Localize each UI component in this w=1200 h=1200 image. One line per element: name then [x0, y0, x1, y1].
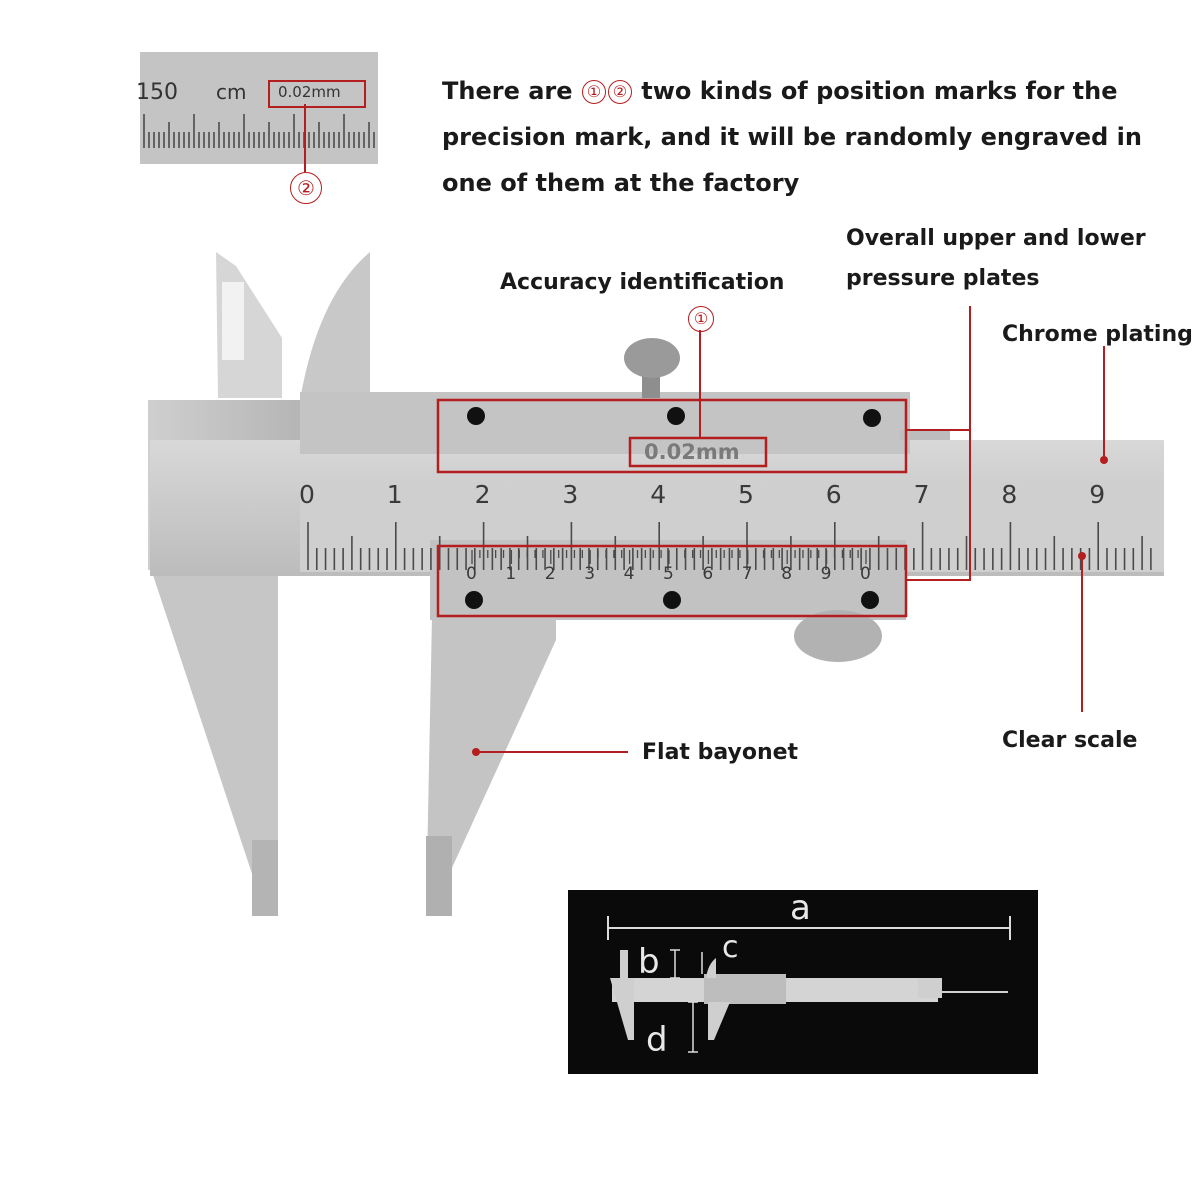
main-scale-number: 4	[650, 480, 667, 509]
chrome-plating-label: Chrome plating	[1002, 322, 1193, 347]
rivet-dot	[863, 409, 881, 427]
precision-mark: 0.02mm	[644, 440, 740, 464]
dimension-drawing	[607, 916, 1011, 1053]
depth-rod-end	[900, 430, 950, 440]
main-scale-number: 7	[913, 480, 930, 509]
main-scale-number: 1	[386, 480, 403, 509]
pressure-plates-label-2: pressure plates	[846, 266, 1040, 291]
marker-2-callout: ②	[290, 172, 322, 204]
inset-ruler-ticks	[143, 114, 375, 148]
note-marker-1: ①	[581, 80, 606, 104]
upper-pressure-plate-highlight	[436, 398, 908, 474]
pressure-plate-leader	[906, 429, 971, 581]
vernier-scale-number: 4	[623, 564, 635, 584]
note-lead: There are	[442, 77, 573, 105]
vernier-scale-number: 6	[702, 564, 714, 584]
lower-fixed-jaw-tip	[252, 840, 278, 916]
inset-precision-mark: 0.02mm	[278, 83, 341, 101]
inset-scale-unit: cm	[216, 80, 247, 104]
chrome-dot	[1100, 456, 1108, 464]
vernier-scale-ticks	[471, 550, 867, 564]
main-scale-number: 8	[1001, 480, 1018, 509]
lower-fixed-jaw	[150, 566, 278, 916]
main-scale-number: 0	[299, 480, 315, 509]
thumb-screw-head	[624, 338, 680, 378]
vernier-scale-number: 9	[820, 564, 832, 584]
vernier-scale-number: 1	[505, 564, 517, 584]
main-scale-number: 5	[738, 480, 754, 509]
vernier-scale-number: 0	[860, 564, 871, 584]
dimension-a: a	[790, 888, 811, 928]
dimension-b: b	[638, 942, 660, 982]
bayonet-dot	[472, 748, 480, 756]
lower-moving-jaw	[426, 616, 556, 916]
main-scale-number: 6	[825, 480, 842, 509]
thumb-wheel	[794, 610, 882, 662]
main-scale-ticks	[307, 522, 1152, 570]
dimension-d: d	[646, 1020, 668, 1060]
dimension-c: c	[722, 930, 739, 965]
slider-body	[300, 392, 910, 454]
inset-precision-box	[268, 80, 366, 108]
main-scale-number: 3	[562, 480, 579, 509]
marker-1-callout: ①	[688, 306, 714, 332]
vernier-scale-number: 3	[584, 564, 596, 584]
note-marker-2: ②	[607, 80, 632, 104]
dimension-panel: a b c d	[568, 888, 1038, 1074]
pressure-plates-label-1: Overall upper and lower	[846, 226, 1146, 251]
upper-moving-jaw	[300, 252, 370, 438]
vernier-scale-number: 8	[781, 564, 793, 584]
rivet-dot	[465, 591, 483, 609]
inset-leader-line	[304, 104, 306, 172]
upper-fixed-jaw-edge	[222, 282, 244, 360]
inset-scale-photo: 150 cm 0.02mm	[136, 52, 378, 164]
rivet-dot	[667, 407, 685, 425]
rivet-dot	[663, 591, 681, 609]
inset-scale-number: 150	[136, 80, 178, 105]
main-scale-number: 9	[1089, 480, 1106, 509]
rivet-dot	[861, 591, 879, 609]
note-body: two kinds of position marks for the prec…	[442, 77, 1142, 197]
vernier-scale-number: 0	[466, 564, 477, 584]
clear-scale-label: Clear scale	[1002, 728, 1138, 753]
precision-mark-highlight	[628, 436, 768, 468]
accuracy-identification-label: Accuracy identification	[500, 270, 785, 295]
vernier-scale-number: 7	[741, 564, 753, 584]
flat-bayonet-label: Flat bayonet	[642, 740, 799, 765]
clear-scale-dot	[1078, 552, 1086, 560]
rivet-dot	[467, 407, 485, 425]
lower-moving-jaw-tip	[426, 836, 452, 916]
vernier-scale-number: 5	[663, 564, 674, 584]
main-scale-number: 2	[474, 480, 491, 509]
vernier-scale-number: 2	[544, 564, 556, 584]
